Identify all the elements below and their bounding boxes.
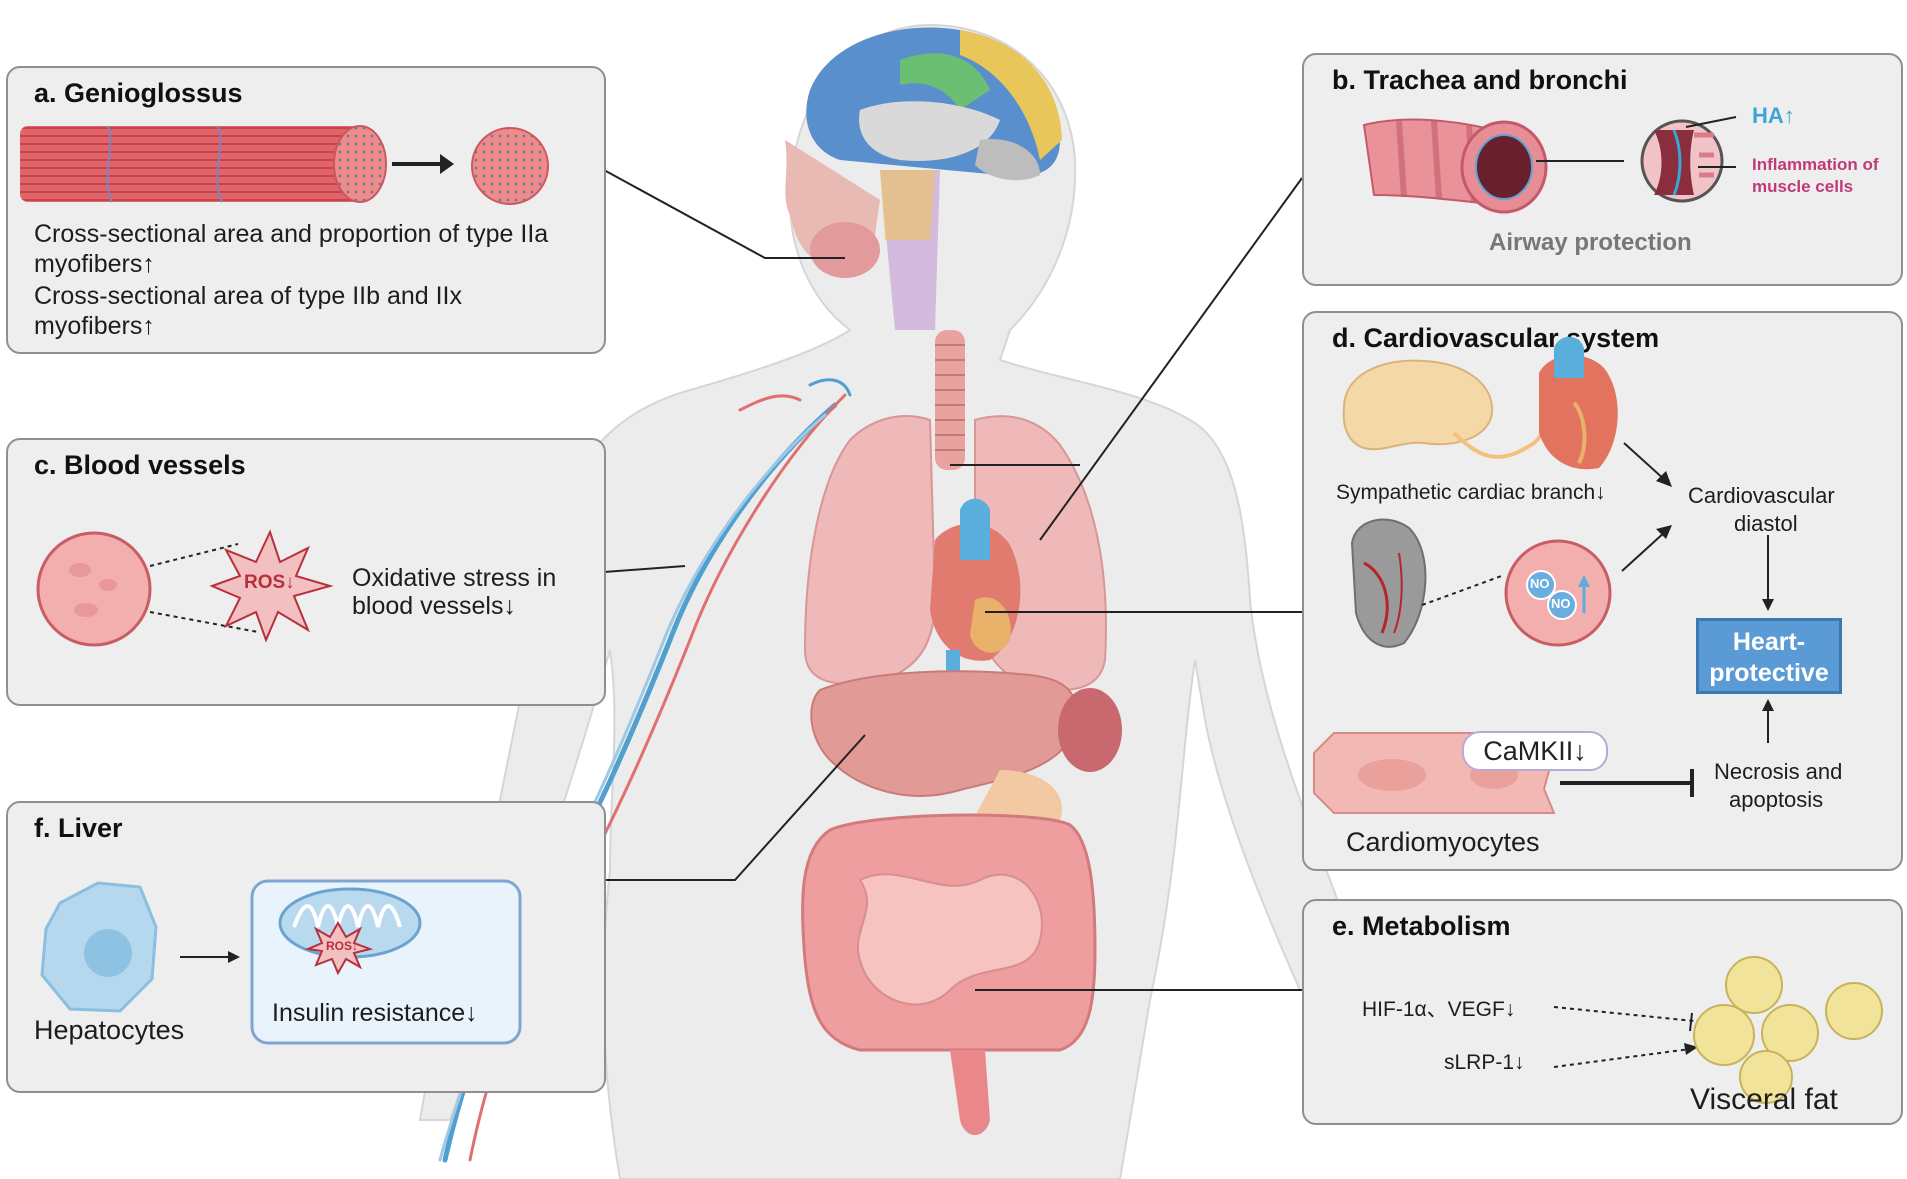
vessel-illustration <box>36 529 334 647</box>
insulin-resistance-label: Insulin resistance↓ <box>272 999 478 1027</box>
panel-metabolism: e. Metabolism HIF-1α、VEGF↓ sLRP-1↓ Visce… <box>1302 899 1903 1125</box>
panel-title: b. Trachea and bronchi <box>1332 65 1628 95</box>
heart-protective-line-1: Heart- <box>1732 628 1806 656</box>
panel-liver: f. Liver ROS↓ Insulin resistance↓ Hepato… <box>6 801 606 1093</box>
heart-protective-line-2: protective <box>1709 659 1829 687</box>
oxidative-stress-line-1: Oxidative stress in <box>352 564 557 592</box>
visceral-fat-illustration <box>1553 956 1883 1104</box>
panel-blood-vessels: c. Blood vessels ROS↓ Oxidative stress i… <box>6 438 606 706</box>
intestines-illustration <box>801 813 1097 1135</box>
inflammation-label-1: Inflammation of <box>1752 155 1879 174</box>
slrp-label: sLRP-1↓ <box>1444 1051 1525 1074</box>
throat-illustration <box>785 140 965 470</box>
necrosis-label-1: Necrosis and <box>1714 759 1843 784</box>
panel-title: c. Blood vessels <box>34 450 246 480</box>
hif-vegf-label: HIF-1α、VEGF↓ <box>1362 998 1516 1021</box>
panel-title: f. Liver <box>34 813 123 843</box>
genioglossus-line-1: Cross-sectional area and proportion of t… <box>34 220 549 248</box>
heart-protective-box: Heart- protective <box>1696 618 1842 694</box>
genioglossus-line-2: myofibers↑ <box>34 250 155 278</box>
panel-trachea: b. Trachea and bronchi HA↑ Inflammation … <box>1302 53 1903 286</box>
ha-label: HA↑ <box>1752 103 1795 128</box>
muscle-fiber-illustration <box>20 125 549 205</box>
genioglossus-line-3: Cross-sectional area of type IIb and IIx <box>34 282 462 310</box>
connector-lines <box>603 169 1303 991</box>
necrosis-label-2: apoptosis <box>1729 787 1824 812</box>
panel-genioglossus: a. Genioglossus Cross-sectional area and… <box>6 66 606 354</box>
no-label-1: NO <box>1530 576 1550 591</box>
panel-cardiovascular: d. Cardiovascular system <box>1302 311 1903 871</box>
liver-cell-illustration <box>40 879 522 1045</box>
airway-protection-caption: Airway protection <box>1489 229 1692 256</box>
genioglossus-line-4: myofibers↑ <box>34 312 155 340</box>
liver-ros-label: ROS↓ <box>326 939 359 953</box>
camkii-label: CaMKII↓ <box>1462 731 1608 771</box>
cardiovascular-label-1: Cardiovascular <box>1688 483 1835 508</box>
visceral-fat-label: Visceral fat <box>1690 1083 1838 1116</box>
cardiomyocytes-label: Cardiomyocytes <box>1346 827 1540 857</box>
ros-label: ROS↓ <box>244 572 295 593</box>
cardiovascular-label-2: diastol <box>1734 511 1798 536</box>
hepatocytes-label: Hepatocytes <box>34 1015 185 1045</box>
panel-title: e. Metabolism <box>1332 911 1511 941</box>
oxidative-stress-line-2: blood vessels↓ <box>352 592 516 620</box>
brain-illustration <box>806 27 1062 181</box>
panel-title: d. Cardiovascular system <box>1332 323 1660 353</box>
panel-title: a. Genioglossus <box>34 78 243 108</box>
airway-illustration <box>1362 116 1737 214</box>
no-label-2: NO <box>1551 596 1571 611</box>
liver-illustration <box>810 670 1122 836</box>
inflammation-label-2: muscle cells <box>1752 177 1854 196</box>
sympathetic-branch-label: Sympathetic cardiac branch↓ <box>1336 481 1606 504</box>
